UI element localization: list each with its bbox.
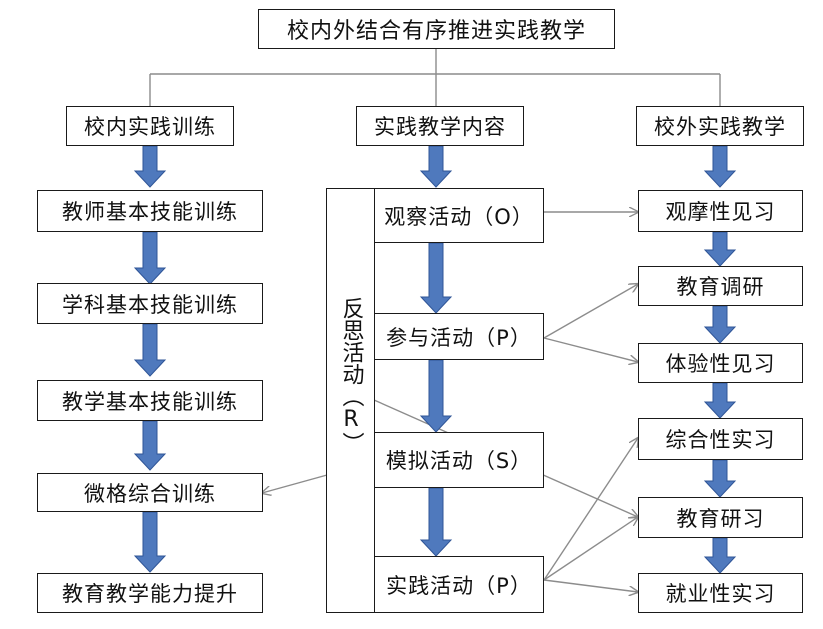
tree-connectors bbox=[149, 48, 721, 106]
left-item-ability-improvement: 教育教学能力提升 bbox=[37, 573, 263, 613]
arrow-practice-to-zonghe bbox=[543, 438, 638, 581]
right-item-diaoyan: 教育调研 bbox=[638, 266, 803, 306]
mid-item-participate: 参与活动（P） bbox=[374, 313, 544, 360]
block-arrow-left-1 bbox=[133, 145, 167, 188]
reflection-activity-label: 反思活动（R） bbox=[338, 297, 364, 454]
mid-item-simulate: 模拟活动（S） bbox=[374, 432, 544, 488]
arrow-practice-to-jiuye bbox=[543, 579, 638, 592]
block-arrow-mid-4 bbox=[419, 487, 453, 557]
block-arrow-left-2 bbox=[133, 231, 167, 285]
left-item-teaching-skills: 教学基本技能训练 bbox=[37, 380, 263, 421]
header-middle: 实践教学内容 bbox=[356, 106, 524, 146]
left-item-microteaching: 微格综合训练 bbox=[37, 473, 263, 512]
block-arrow-mid-2 bbox=[419, 242, 453, 314]
reflection-activity-box: 反思活动（R） bbox=[326, 188, 375, 613]
right-item-tiyan: 体验性见习 bbox=[638, 343, 803, 383]
mid-item-observe: 观察活动（O） bbox=[374, 188, 544, 243]
diagram-title: 校内外结合有序推进实践教学 bbox=[258, 9, 615, 49]
block-arrow-right-5 bbox=[703, 459, 737, 498]
arrow-participate-to-diaoyan bbox=[543, 284, 638, 339]
header-right: 校外实践教学 bbox=[636, 106, 804, 146]
block-arrow-right-4 bbox=[703, 382, 737, 419]
block-arrow-mid-1 bbox=[419, 145, 453, 188]
block-arrow-right-1 bbox=[703, 145, 737, 188]
block-arrow-right-6 bbox=[703, 537, 737, 574]
right-item-zonghe: 综合性实习 bbox=[638, 418, 803, 460]
right-item-jiuye: 就业性实习 bbox=[638, 573, 803, 613]
mid-item-practice: 实践活动（P） bbox=[374, 556, 544, 613]
arrow-practice-to-yanxi bbox=[543, 517, 638, 581]
block-arrow-left-5 bbox=[133, 511, 167, 573]
arrow-participate-to-tiyan bbox=[543, 337, 638, 362]
left-item-subject-skills: 学科基本技能训练 bbox=[37, 283, 263, 324]
block-arrow-left-4 bbox=[133, 420, 167, 471]
right-item-yanxi: 教育研习 bbox=[638, 497, 803, 538]
block-arrow-left-3 bbox=[133, 323, 167, 377]
block-arrow-mid-3 bbox=[419, 359, 453, 433]
header-left: 校内实践训练 bbox=[66, 106, 234, 146]
block-arrow-right-2 bbox=[703, 231, 737, 267]
right-item-guanmo: 观摩性见习 bbox=[638, 190, 803, 232]
block-arrow-right-3 bbox=[703, 305, 737, 344]
left-item-teacher-skills: 教师基本技能训练 bbox=[37, 190, 263, 232]
